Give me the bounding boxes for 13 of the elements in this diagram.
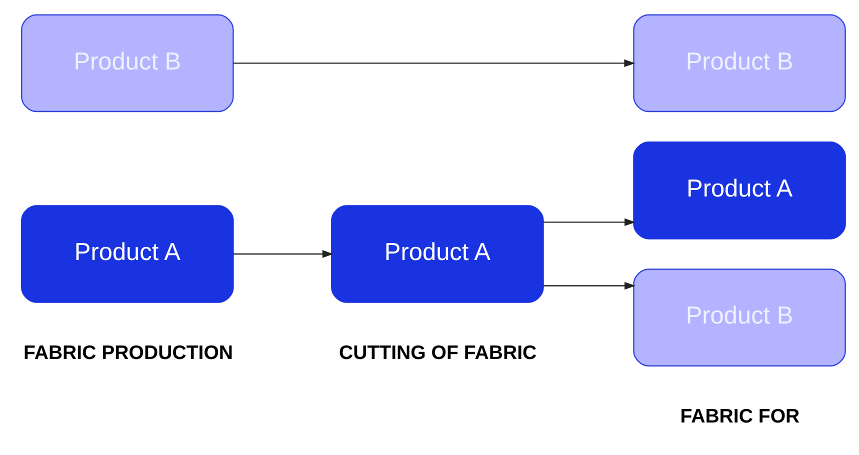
arrow: [544, 218, 636, 226]
arrow: [233, 250, 334, 258]
node-box: Product B: [633, 14, 846, 112]
node-box: Product B: [21, 14, 234, 112]
label: FABRIC PRODUCTION: [23, 341, 234, 364]
node-box: Product A: [21, 204, 234, 302]
arrow: [544, 281, 636, 290]
label: FABRIC FOR: [680, 405, 800, 428]
node-box: Product A: [633, 140, 846, 239]
arrow: [233, 58, 636, 67]
label: CUTTING OF FABRIC: [339, 341, 537, 364]
node-box: Product A: [331, 204, 544, 302]
node-box: Product B: [633, 268, 846, 366]
